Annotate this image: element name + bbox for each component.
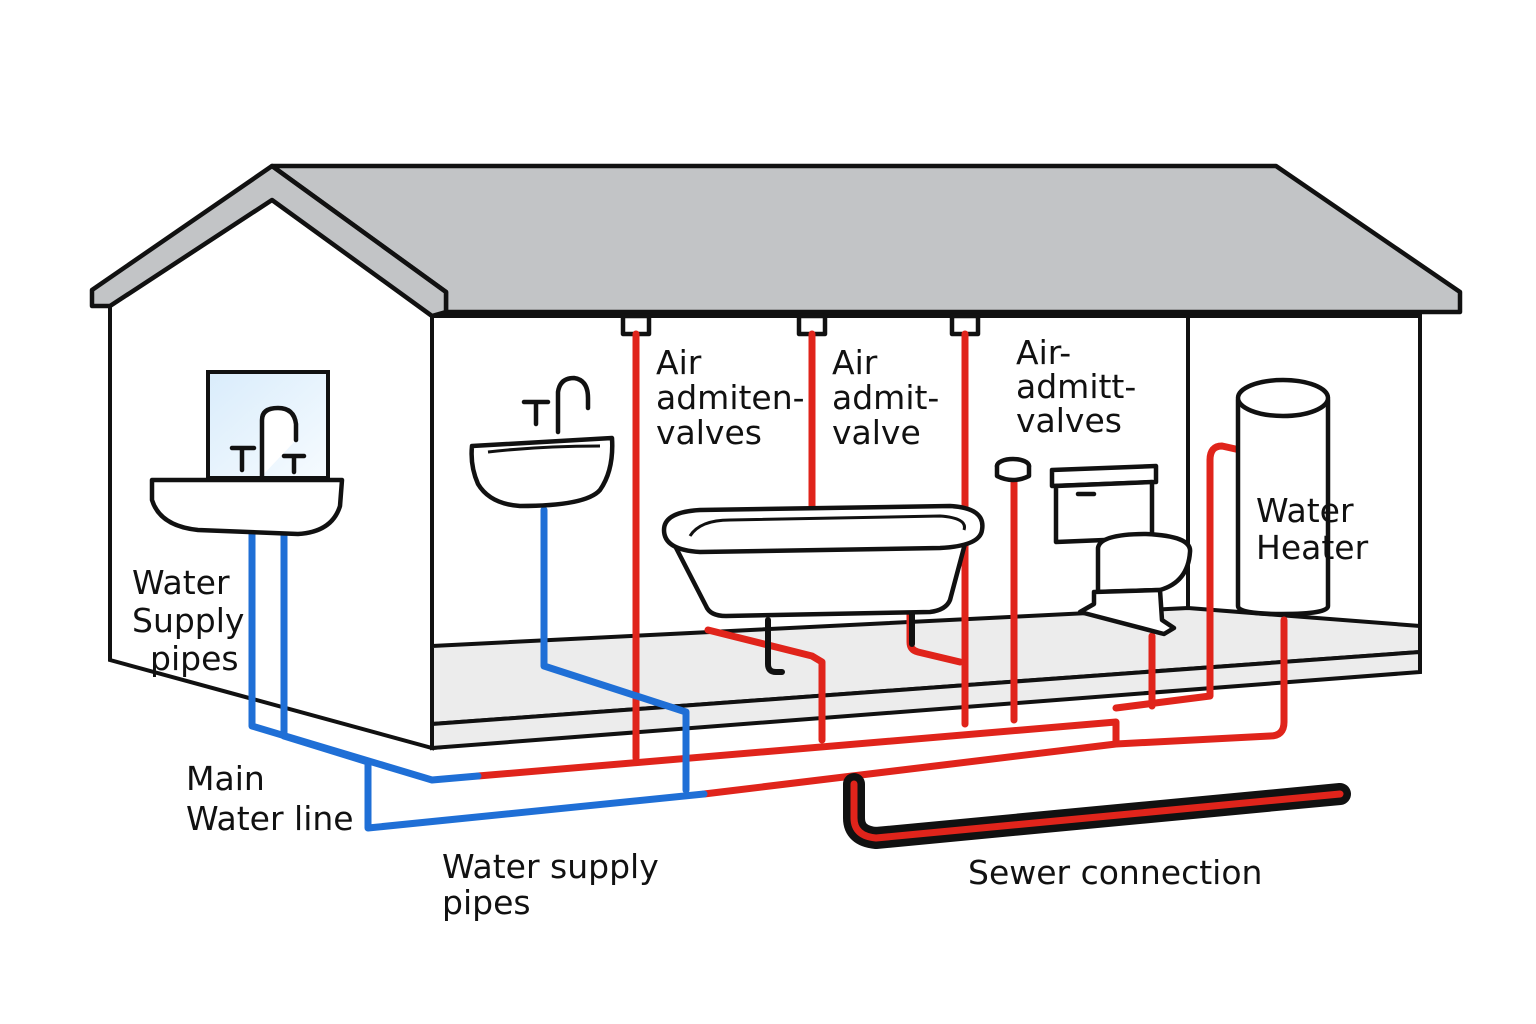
- basin-icon: [469, 375, 615, 509]
- faucet-handle: [229, 445, 257, 473]
- label-water-heater: Water Heater: [1256, 491, 1369, 567]
- sink-supply-pipe-right: [280, 526, 708, 832]
- label-sewer-connection: Sewer connection: [968, 853, 1262, 892]
- labels: Air admiten- valves Air admit- valve Air…: [132, 333, 1369, 922]
- faucet-handle-right: [281, 453, 307, 475]
- roof-side: [269, 163, 1463, 315]
- sewer-pipe-fill: [850, 780, 1344, 842]
- bathtub-icon: [661, 503, 985, 619]
- air-admittance-valve-icon: [994, 456, 1032, 483]
- label-main-water-line: Main Water line: [186, 759, 354, 838]
- basin: [469, 435, 615, 509]
- basin-supply-pipe: [540, 506, 690, 794]
- label-air-valve-2: Air admit- valve: [832, 343, 950, 452]
- floor-edge: [430, 649, 1422, 751]
- water-heater-icon: [1235, 377, 1331, 617]
- sink-basin: [149, 477, 345, 537]
- heater-top: [1235, 377, 1331, 419]
- heater-tank: [1235, 397, 1331, 617]
- label-air-valve-1: Air admiten- valves: [656, 343, 815, 452]
- tub-body: [669, 537, 969, 619]
- label-water-supply-pipes-left: Water Supply pipes: [132, 563, 255, 678]
- basin-faucet: [555, 375, 591, 435]
- roof-ridge: [270, 164, 448, 294]
- tub-drain-stubs: [765, 609, 915, 675]
- toilet-icon: [1049, 463, 1193, 637]
- toilet-base: [1077, 587, 1177, 637]
- sink-icon: [149, 370, 345, 537]
- house: [89, 163, 1463, 751]
- toilet-bowl: [1095, 531, 1193, 595]
- heater-supply-pipe: [1112, 442, 1244, 712]
- basin-handle: [521, 399, 551, 427]
- drain-vent-pipes: [474, 330, 1351, 849]
- tub-rim: [661, 503, 985, 555]
- drain-main: [700, 616, 1288, 798]
- faucet: [259, 405, 299, 479]
- floor: [430, 605, 1422, 727]
- water-supply-pipes: [248, 506, 708, 832]
- label-air-valve-3: Air- admitt- valves: [1016, 333, 1147, 440]
- tub-drain-pipe: [704, 626, 826, 744]
- supply-red-upper: [474, 718, 1120, 780]
- label-water-supply-pipes-bottom: Water supply pipes: [442, 847, 669, 922]
